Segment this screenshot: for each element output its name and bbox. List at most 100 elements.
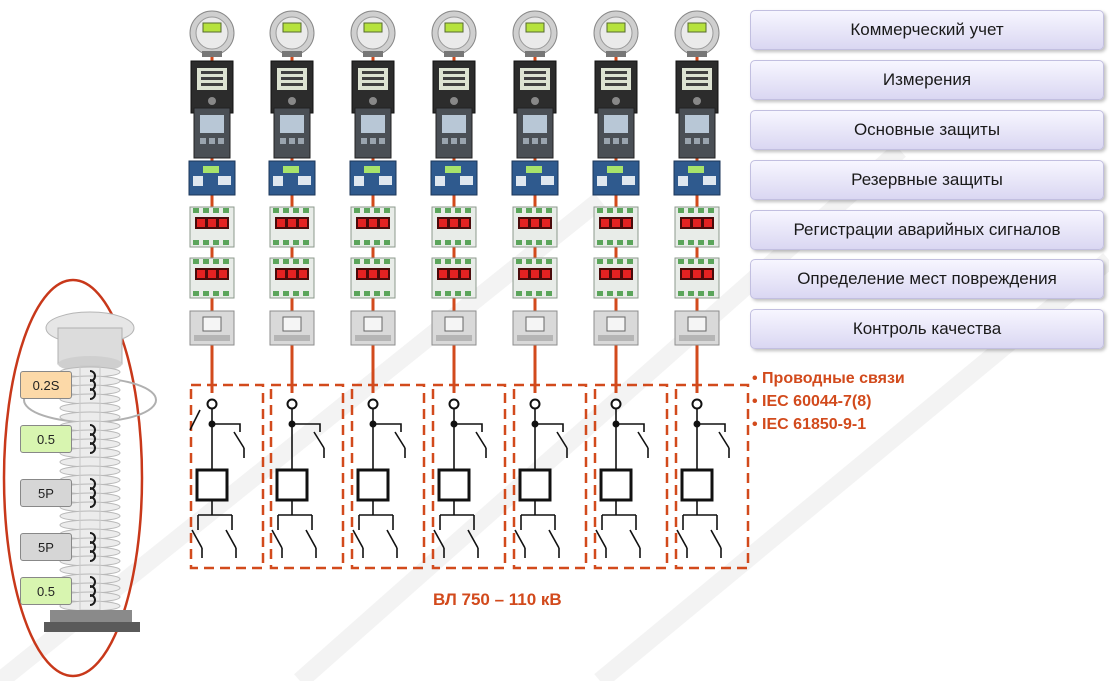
fault-locator-icon [431,257,477,299]
winding-tag-3: 5P [20,479,72,507]
winding-coil-2 [89,424,96,454]
power-quality-analyzer-icon [431,310,477,346]
fault-locator-icon [593,257,639,299]
measurement-unit-icon [513,60,557,114]
disconnector-icon [305,529,317,549]
measurement-unit-icon [675,60,719,114]
disconnector-icon [556,431,568,449]
disconnector-icon [718,431,730,449]
power-quality-analyzer-icon [269,310,315,346]
measurement-unit-icon [351,60,395,114]
breaker-icon [680,468,714,502]
main-protection-relay-icon [678,107,716,159]
disconnector-icon [313,431,325,449]
bay-1 [188,10,265,570]
breaker-icon [275,468,309,502]
measurement-unit-icon [190,60,234,114]
fault-locator-icon [674,257,720,299]
switch-lead [454,423,483,432]
switch-lead [373,423,402,432]
fault-locator-icon [512,257,558,299]
sensor-arrow-icon [189,409,201,431]
fault-recorder-icon [512,206,558,248]
power-quality-analyzer-icon [674,310,720,346]
disconnector-icon [394,431,406,449]
breaker-icon [437,468,471,502]
backup-protection-relay-icon [268,160,316,196]
category-fault-recording: Регистрации аварийных сигналов [750,210,1104,250]
category-measurements: Измерения [750,60,1104,100]
backup-protection-relay-icon [511,160,559,196]
backup-protection-relay-icon [673,160,721,196]
bay-dashed-boundary [674,383,750,570]
main-protection-relay-icon [273,107,311,159]
disconnector-icon [676,529,688,549]
breaker-icon [356,468,390,502]
disconnector-icon [191,529,203,549]
backup-protection-relay-icon [349,160,397,196]
category-commercial-metering: Коммерческий учет [750,10,1104,50]
category-power-quality: Контроль качества [750,309,1104,349]
fault-recorder-icon [431,206,477,248]
disconnector-icon [467,529,479,549]
bay-4 [430,10,507,570]
category-fault-location: Определение мест повреждения [750,259,1104,299]
disconnector-icon [475,431,487,449]
disconnector-icon [710,529,722,549]
main-protection-relay-icon [435,107,473,159]
power-quality-analyzer-icon [350,310,396,346]
measurement-unit-icon [270,60,314,114]
switch-lead [697,423,726,432]
bullet-wired-links: • Проводные связи [752,370,905,387]
breaker-icon [195,468,229,502]
fault-recorder-icon [593,206,639,248]
meter-icon [674,10,720,57]
power-quality-analyzer-icon [189,310,235,346]
fault-recorder-icon [189,206,235,248]
switch-lead [535,423,564,432]
winding-coil-1 [89,370,96,400]
transformer-outline [2,278,144,678]
breaker-icon [518,468,552,502]
disconnector-icon [637,431,649,449]
bay-dashed-boundary [350,383,426,570]
disconnector-icon [433,529,445,549]
winding-coil-5 [89,576,96,606]
category-main-protection: Основные защиты [750,110,1104,150]
disconnector-icon [548,529,560,549]
bay-dashed-boundary [269,383,345,570]
sensor-ring-icon [286,398,298,410]
meter-icon [189,10,235,57]
fault-recorder-icon [269,206,315,248]
backup-protection-relay-icon [188,160,236,196]
power-quality-analyzer-icon [593,310,639,346]
disconnector-icon [352,529,364,549]
winding-coil-4 [89,532,96,562]
winding-tag-2: 0.5 [20,425,72,453]
fault-recorder-icon [674,206,720,248]
disconnector-icon [233,431,245,449]
sensor-ring-icon [448,398,460,410]
sensor-ring-icon [610,398,622,410]
bay-5 [511,10,588,570]
measurement-unit-icon [432,60,476,114]
sensor-ring-icon [691,398,703,410]
bullet-iec-60044: • IEC 60044-7(8) [752,393,872,410]
disconnector-icon [271,529,283,549]
bay-3 [349,10,426,570]
fault-locator-icon [269,257,315,299]
switch-lead [292,423,321,432]
switch-lead [616,423,645,432]
bay-2 [268,10,345,570]
bay-7 [673,10,750,570]
measurement-unit-icon [594,60,638,114]
bay-dashed-boundary [593,383,669,570]
line-voltage-label: ВЛ 750 – 110 кВ [433,590,562,609]
bay-dashed-boundary [431,383,507,570]
winding-tag-4: 5P [20,533,72,561]
sensor-ring-icon [529,398,541,410]
backup-protection-relay-icon [592,160,640,196]
backup-protection-relay-icon [430,160,478,196]
meter-icon [593,10,639,57]
